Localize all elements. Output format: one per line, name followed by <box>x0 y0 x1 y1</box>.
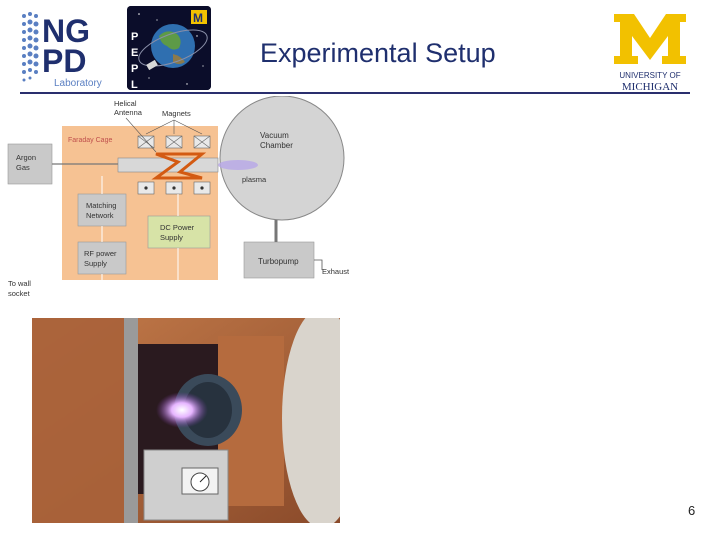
matching-network-box <box>77 193 127 227</box>
rf-power-supply-box <box>77 241 127 275</box>
turbopump-label: Turbopump <box>258 257 299 266</box>
lab-photo <box>32 318 340 523</box>
exhaust-label: Exhaust <box>322 267 350 276</box>
pepl-letter-p: P <box>131 31 138 43</box>
ngpd-logo: NG PD Laboratory <box>20 10 120 89</box>
spacecraft-icon <box>146 59 158 71</box>
magnets-label: Magnets <box>162 109 191 118</box>
dot-grid-icon <box>22 12 39 82</box>
magnet-row-bottom <box>137 181 211 195</box>
pepl-m-mark: M <box>193 11 203 25</box>
dc-power-supply-box <box>147 215 211 249</box>
helical-antenna <box>151 152 207 180</box>
ngpd-logo-line2: PD <box>42 43 86 79</box>
block-m-icon <box>614 14 686 64</box>
magnet-row-top <box>137 135 211 149</box>
pepl-letter-p2: P <box>131 63 138 75</box>
page-number: 6 <box>688 503 696 518</box>
orbit-icon <box>138 29 208 67</box>
turbopump-box <box>243 241 315 279</box>
lab-photo-icon <box>32 318 340 523</box>
faraday-cage-label: Faraday Cage <box>68 137 112 144</box>
plasma-plume <box>218 160 258 170</box>
plasma-label: plasma <box>242 175 267 184</box>
star-field-icon <box>138 13 204 85</box>
vacuum-chamber <box>219 95 345 221</box>
page-title: Experimental Setup <box>260 38 496 68</box>
pepl-letter-e: E <box>131 47 138 59</box>
pepl-letter-l: L <box>131 79 138 90</box>
argon-gas-box <box>7 143 53 185</box>
wiring <box>8 176 179 293</box>
university-of-michigan-logo: UNIVERSITY OF MICHIGAN <box>608 10 692 94</box>
ngpd-logo-line1: NG <box>42 13 90 49</box>
um-logo-line1: UNIVERSITY OF <box>619 71 680 80</box>
pepl-logo: M P E P L <box>127 6 211 90</box>
um-logo-line2: MICHIGAN <box>622 81 678 93</box>
header-divider <box>20 92 690 94</box>
ngpd-logo-caption: Laboratory <box>54 78 102 88</box>
